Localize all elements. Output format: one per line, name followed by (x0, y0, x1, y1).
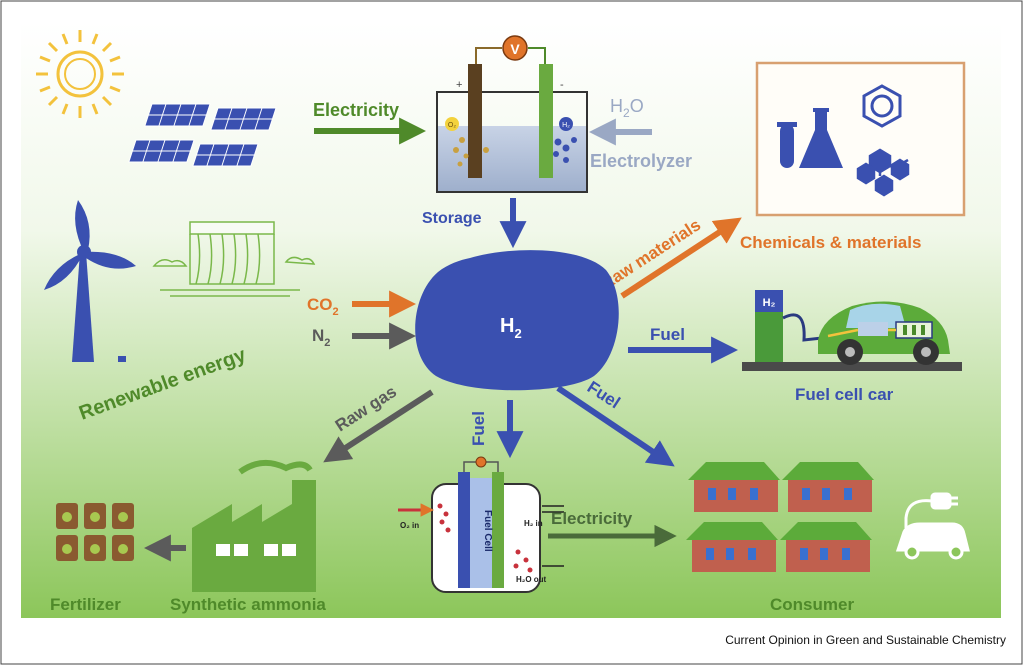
station-h2-label: H₂ (763, 297, 776, 309)
flask-icon (799, 108, 843, 168)
electrolyzer-icon: V + - O₂ H₂ (436, 35, 588, 193)
chemicals-materials-label: Chemicals & materials (740, 233, 921, 252)
electric-car-plug-icon (895, 492, 970, 560)
n2-label: N2 (312, 326, 330, 349)
raw-materials-arrow (620, 217, 742, 299)
consumer-label: Consumer (770, 595, 854, 614)
solar-panels-icon (128, 103, 277, 167)
road (742, 362, 962, 371)
fuel-down-label: Fuel (469, 411, 488, 446)
electricity-top-label: Electricity (313, 100, 399, 120)
fuel-station-icon: H₂ (755, 290, 823, 362)
o2-in-label: O₂ in (400, 521, 419, 530)
fertilizer-bags-icon (56, 503, 134, 561)
fuel-cell-icon: Fuel Cell O₂ in H₂ in H₂O out (398, 456, 564, 593)
fuel-cell-car-label: Fuel cell car (795, 385, 894, 404)
co2-label: CO2 (307, 295, 339, 318)
hydrogen-blob (415, 250, 619, 391)
fuel-consumer-arrow (556, 385, 675, 467)
o2-bubble-label: O₂ (448, 122, 456, 129)
cathode-minus-label: - (560, 79, 564, 91)
h2-bubble-label: H₂ (562, 122, 570, 129)
raw-gas-arrow (323, 389, 434, 463)
factory-icon (192, 459, 316, 592)
houses-icon (686, 462, 874, 572)
synthetic-ammonia-label: Synthetic ammonia (170, 595, 326, 614)
h2o-out-label: H₂O out (516, 575, 547, 584)
electrolyzer-label: Electrolyzer (590, 151, 692, 171)
fertilizer-label: Fertilizer (50, 595, 121, 614)
chemicals-box (755, 61, 966, 217)
fuel-cell-label: Fuel Cell (482, 510, 493, 552)
fuel-car-label: Fuel (650, 325, 685, 344)
electricity-bottom-label: Electricity (551, 509, 633, 528)
journal-credit: Current Opinion in Green and Sustainable… (725, 633, 1006, 647)
hydrogen-label: H2 (500, 315, 522, 341)
benzene-ring-icon (862, 84, 902, 128)
wind-turbine-icon (44, 200, 136, 362)
storage-label: Storage (422, 210, 482, 227)
voltmeter-icon (502, 35, 528, 61)
test-tube-icon (777, 122, 797, 168)
molecule-icon (856, 148, 910, 197)
h2-in-label: H₂ in (524, 519, 543, 528)
fuel-cell-car-icon (818, 301, 950, 365)
sun-icon (36, 30, 124, 118)
voltmeter-label: V (510, 41, 520, 57)
anode-plus-label: + (456, 79, 462, 91)
water-label: H2O (610, 96, 644, 120)
hydro-dam-icon (152, 221, 316, 297)
